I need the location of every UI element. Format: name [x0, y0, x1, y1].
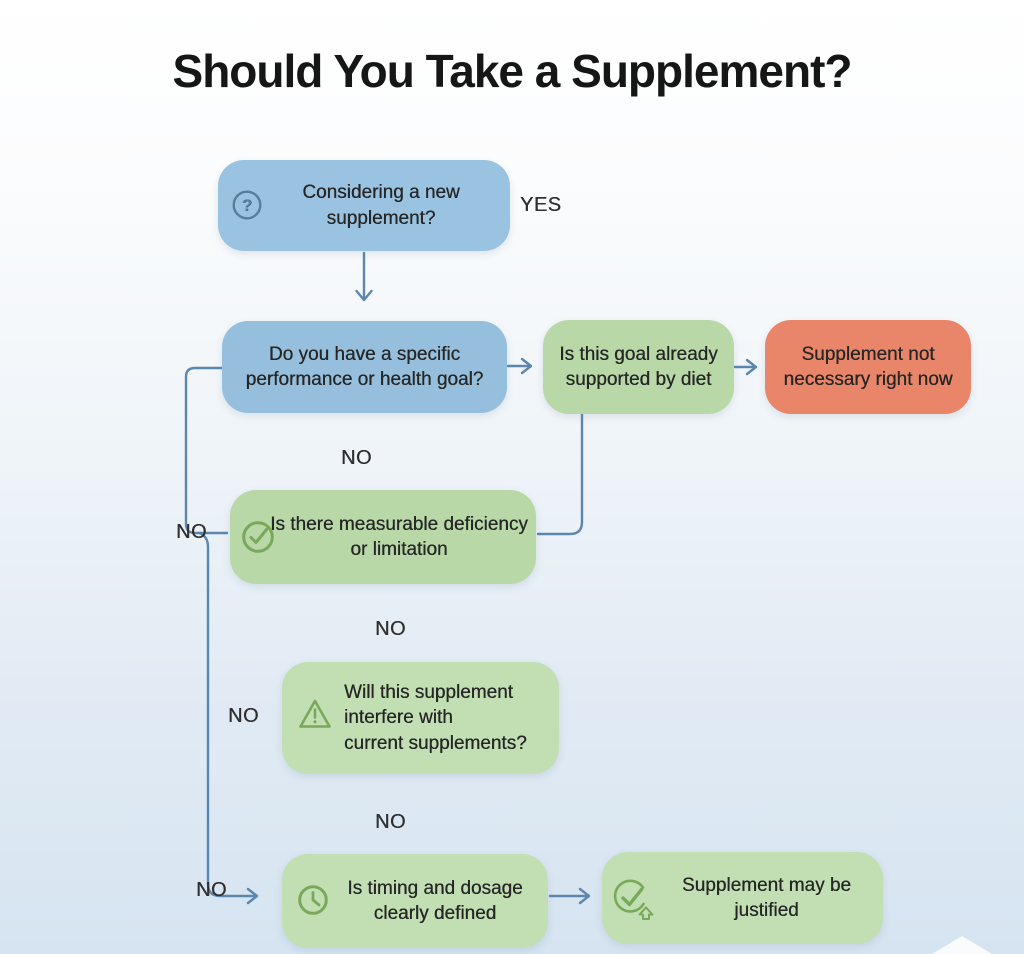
- node-goal-supported-by-diet: Is this goal already supported by diet: [543, 320, 734, 414]
- decorative-arrow: [932, 936, 992, 954]
- check-badge-icon: [613, 879, 654, 920]
- node-text: Considering a new supplement?: [302, 182, 460, 229]
- no-label-branch-1: NO: [341, 447, 372, 469]
- svg-text:?: ?: [242, 196, 252, 215]
- page-title: Should You Take a Supplement?: [172, 45, 853, 97]
- node-considering-new-supplement: ? Considering a new supplement?: [218, 160, 510, 251]
- node-supplement-justified: Supplement may be justified: [602, 852, 883, 944]
- node-text: Is this goal already supported by diet: [559, 343, 718, 390]
- no-label-left-1: NO: [176, 521, 207, 543]
- no-label-left-3: NO: [196, 879, 227, 901]
- node-measurable-deficiency: Is there measurable deficiency or limita…: [230, 490, 536, 584]
- no-label-left-2: NO: [228, 705, 259, 727]
- node-text: Supplement may be justified: [682, 874, 851, 921]
- node-specific-goal: Do you have a specific performance or he…: [222, 321, 507, 413]
- question-icon: ?: [232, 190, 262, 220]
- warning-icon: [299, 699, 331, 728]
- node-interfere-current-supplements: Will this supplement interfere with curr…: [282, 662, 559, 774]
- node-timing-dosage-defined: Is timing and dosage clearly defined: [282, 854, 548, 948]
- node-text: Will this supplement interfere with curr…: [344, 682, 527, 754]
- node-text: Do you have a specific performance or he…: [245, 343, 484, 390]
- yes-label: YES: [520, 194, 562, 216]
- node-text: Is timing and dosage clearly defined: [347, 877, 523, 924]
- no-label-branch-3: NO: [375, 811, 406, 833]
- node-text: Is there measurable deficiency or limita…: [270, 513, 528, 560]
- node-text: Supplement not necessary right now: [783, 343, 953, 390]
- clock-icon: [298, 885, 328, 915]
- check-circle-icon: [242, 521, 274, 553]
- node-supplement-not-necessary: Supplement not necessary right now: [765, 320, 971, 414]
- no-label-branch-2: NO: [375, 618, 406, 640]
